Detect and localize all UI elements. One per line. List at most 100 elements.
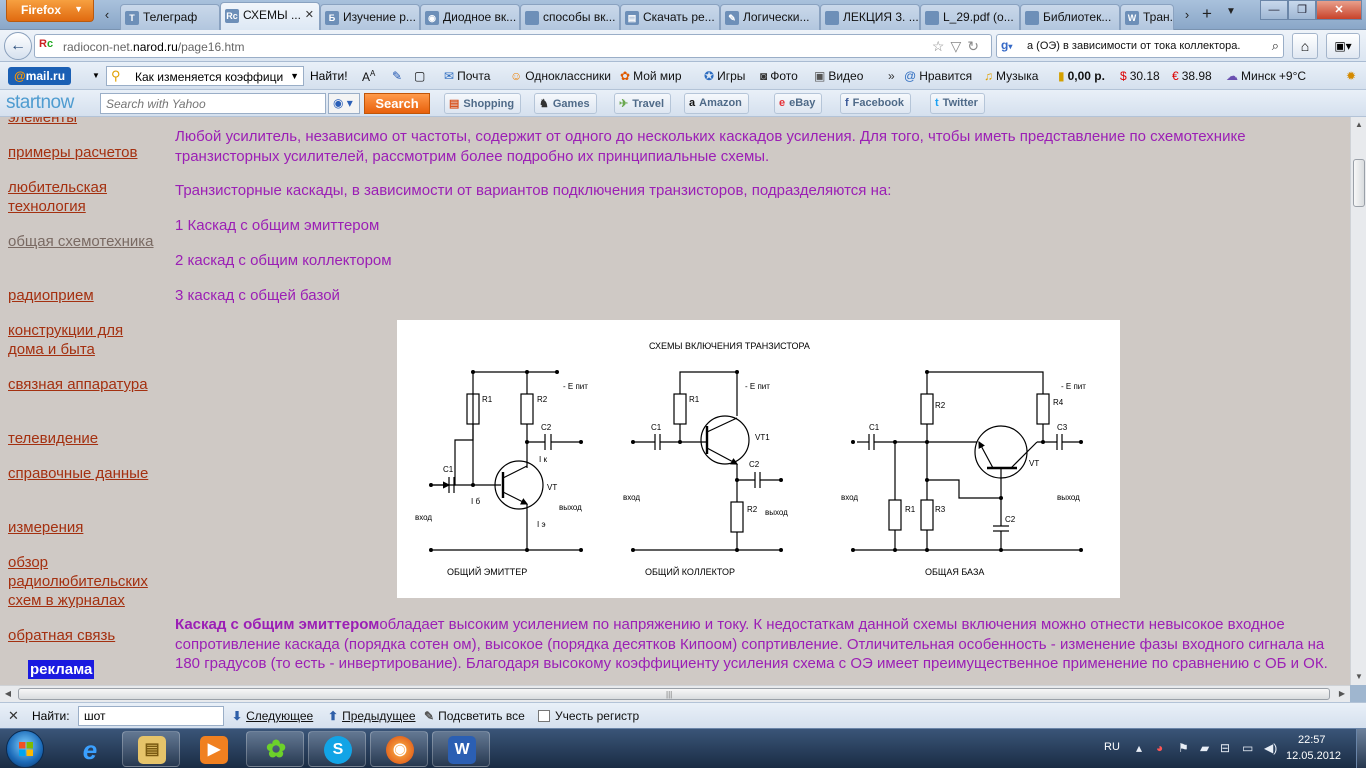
startnow-toolbar-item[interactable]: ♞Games	[534, 93, 597, 114]
mailru-toolbar-item[interactable]: ◙Фото	[760, 69, 798, 83]
vertical-scrollbar[interactable]: ▲ ▼	[1350, 117, 1366, 685]
mailru-search-input[interactable]: ⚲ Как изменяется коэффици ▼	[106, 66, 304, 86]
close-window-icon[interactable]: ✕	[1316, 0, 1362, 20]
find-next-button[interactable]: ⬇Следующее	[232, 709, 314, 723]
search-engine-dropdown-icon[interactable]: ◉ ▾	[328, 93, 360, 114]
sidebar-link[interactable]: измерения	[8, 519, 84, 536]
vertical-scroll-thumb[interactable]	[1353, 159, 1365, 207]
restore-icon[interactable]: ❐	[1288, 0, 1316, 20]
tray-expand-icon[interactable]: ▴	[1136, 741, 1143, 755]
show-desktop-button[interactable]	[1356, 729, 1366, 768]
home-icon[interactable]: ⌂	[1292, 33, 1318, 59]
scroll-left-arrow-icon[interactable]: ◀	[4, 689, 12, 698]
url-bar[interactable]: Rc radiocon-net.narod.ru/page16.htm ☆▽↻	[34, 34, 992, 58]
mailru-find-button[interactable]: Найти!	[310, 69, 348, 83]
horizontal-scrollbar[interactable]: ◀ ||| ▶	[0, 685, 1350, 702]
mailru-logo[interactable]: @mail.ru	[8, 67, 72, 85]
back-arrow-icon[interactable]: ←	[4, 32, 32, 60]
sidebar-link[interactable]: связная аппаратура	[8, 376, 148, 393]
taskbar-media-player-button[interactable]: ▶	[184, 731, 242, 767]
taskbar-skype-button[interactable]: S	[308, 731, 366, 767]
bookmark-star-icon[interactable]: ☆	[931, 38, 951, 54]
bookmarks-menu-icon[interactable]: ▣▾	[1326, 33, 1360, 59]
firefox-menu-button[interactable]: Firefox ▼	[6, 0, 94, 22]
battery-icon[interactable]: ▭	[1242, 741, 1254, 755]
mailru-toolbar-item[interactable]: @Нравится	[904, 69, 972, 83]
taskbar-firefox-button[interactable]: ◉	[370, 731, 428, 767]
sidebar-link[interactable]: обзор радиолюбительских схем в журналах	[8, 554, 148, 609]
sidebar-link[interactable]: обратная связь	[8, 627, 116, 644]
mailru-toolbar-item[interactable]: ✪Игры	[704, 69, 745, 83]
flag-icon[interactable]: ⚑	[1178, 741, 1189, 755]
chevron-down-icon[interactable]: ▼	[92, 71, 100, 80]
sidebar-link[interactable]: примеры расчетов	[8, 144, 138, 161]
mailru-toolbar-item[interactable]: $30.18	[1120, 69, 1160, 83]
mailru-toolbar-item[interactable]: ✉Почта	[444, 69, 490, 83]
clock-time[interactable]: 22:57	[1298, 734, 1326, 746]
startnow-toolbar-item[interactable]: ▤Shopping	[444, 93, 522, 114]
scroll-up-arrow-icon[interactable]: ▲	[1355, 120, 1363, 129]
mailru-toolbar-item[interactable]: ☺Одноклассники	[510, 69, 611, 83]
language-indicator[interactable]: RU	[1104, 741, 1120, 753]
match-case-checkbox[interactable]: Учесть регистр	[538, 709, 639, 723]
sidebar-link[interactable]: телевидение	[8, 430, 99, 447]
history-dropdown-icon[interactable]: ▽	[950, 38, 968, 54]
search-bar[interactable]: g▾ а (ОЭ) в зависимости от тока коллекто…	[996, 34, 1284, 58]
font-size-icon[interactable]: AA	[362, 69, 376, 84]
sidebar-link[interactable]: общая схемотехника	[8, 233, 154, 250]
horizontal-scroll-thumb[interactable]	[18, 688, 1330, 700]
mailru-toolbar-item[interactable]: »	[888, 69, 898, 83]
mailru-toolbar-item[interactable]: ▣Видео	[814, 69, 863, 83]
browser-tab[interactable]: ЛЕКЦИЯ 3. ...	[820, 4, 920, 30]
all-tabs-chevron-icon[interactable]: ▼	[1226, 6, 1236, 17]
scroll-tabs-left-icon[interactable]: ‹	[104, 7, 110, 22]
startnow-logo[interactable]: startnow	[6, 92, 74, 113]
sidebar-link[interactable]: радиоприем	[8, 287, 94, 304]
find-previous-button[interactable]: ⬆Предыдущее	[328, 709, 416, 723]
taskbar-word-button[interactable]: W	[432, 731, 490, 767]
clock-date[interactable]: 12.05.2012	[1286, 750, 1342, 762]
mailru-toolbar-item[interactable]: €38.98	[1172, 69, 1212, 83]
browser-tab[interactable]: ▤Скачать ре...	[620, 4, 720, 30]
reload-icon[interactable]: ↻	[967, 38, 985, 54]
action-center-icon[interactable]: ▰	[1200, 741, 1210, 755]
highlight-all-button[interactable]: ✎Подсветить все	[424, 709, 525, 723]
sidebar-link[interactable]: конструкции для дома и быта	[8, 322, 124, 358]
taskbar-icq-button[interactable]: ✿	[246, 731, 304, 767]
browser-tab[interactable]: способы вк...	[520, 4, 620, 30]
volume-icon[interactable]: ◀)	[1264, 741, 1278, 755]
mailru-toolbar-item[interactable]: ☁Минск +9°C	[1226, 69, 1306, 83]
google-engine-icon[interactable]: g▾	[1001, 38, 1013, 52]
yahoo-search-button[interactable]: Search	[364, 93, 430, 114]
browser-tab[interactable]: ✎Логически...	[720, 4, 820, 30]
usb-icon[interactable]: ⊟	[1220, 741, 1231, 755]
network-icon[interactable]: ◕	[1156, 741, 1164, 755]
close-tab-icon[interactable]: ✕	[304, 9, 314, 21]
scroll-down-arrow-icon[interactable]: ▼	[1355, 672, 1363, 681]
settings-gear-icon[interactable]: ✹	[1346, 69, 1357, 83]
mailru-toolbar-item[interactable]: ♫Музыка	[984, 69, 1038, 83]
sidebar-link[interactable]: элементы	[8, 117, 78, 126]
minimize-icon[interactable]: —	[1260, 0, 1288, 20]
browser-tab[interactable]: L_29.pdf (о...	[920, 4, 1020, 30]
close-findbar-icon[interactable]: ✕	[8, 708, 19, 723]
browser-tab[interactable]: ◉Диодное вк...	[420, 4, 520, 30]
startnow-toolbar-item[interactable]: ✈Travel	[614, 93, 672, 114]
find-input[interactable]	[78, 706, 224, 726]
yahoo-search-input[interactable]	[100, 93, 326, 114]
taskbar-ie-button[interactable]: e	[60, 731, 118, 767]
start-button[interactable]	[6, 730, 44, 768]
search-icon[interactable]: ⌕	[1271, 38, 1279, 53]
highlighter-icon[interactable]: ✎	[392, 69, 403, 83]
sidebar-link[interactable]: любительская технология	[8, 179, 107, 215]
mailru-toolbar-item[interactable]: ✿Мой мир	[620, 69, 682, 83]
screen-icon[interactable]: ▢	[414, 69, 426, 83]
